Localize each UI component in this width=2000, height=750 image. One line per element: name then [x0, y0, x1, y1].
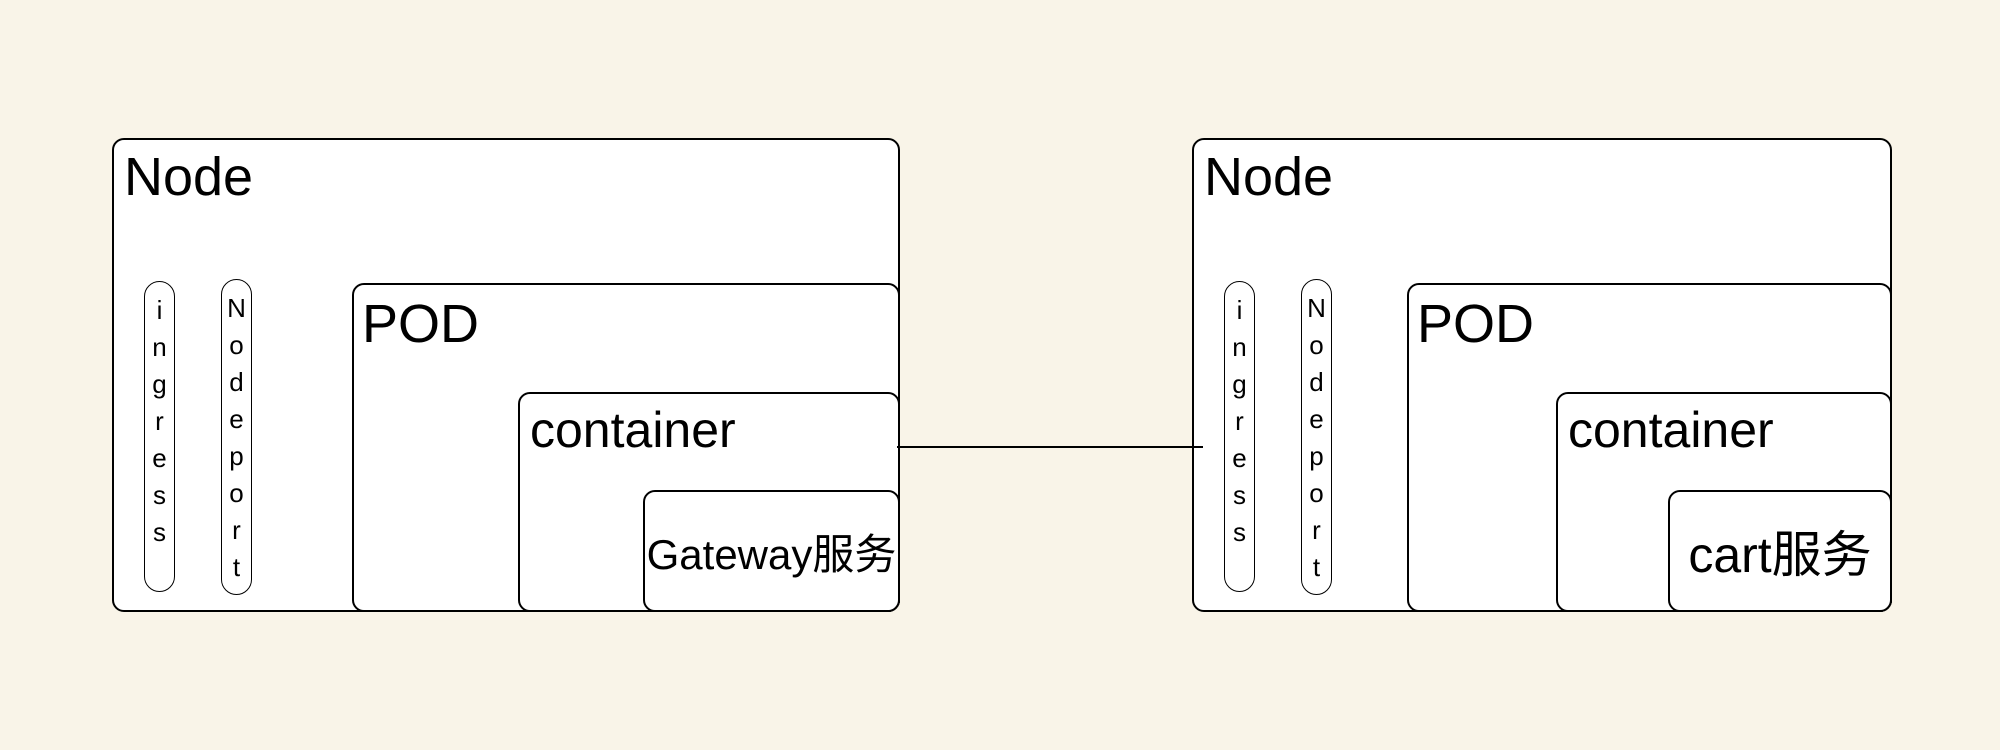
connector-line — [897, 446, 1203, 448]
pod-box: POD container Gateway服务 — [352, 283, 900, 612]
service-label: Gateway服务 — [646, 530, 897, 578]
pod-title: POD — [362, 294, 480, 354]
pod-title: POD — [1417, 294, 1535, 354]
container-title: container — [530, 402, 736, 458]
container-box: container cart服务 — [1556, 392, 1892, 612]
node-title: Node — [124, 147, 254, 207]
node-title: Node — [1204, 147, 1334, 207]
service-box-gateway: Gateway服务 — [643, 490, 900, 612]
container-box: container Gateway服务 — [518, 392, 900, 612]
container-title: container — [1568, 402, 1774, 458]
service-label: cart服务 — [1688, 527, 1872, 583]
service-box-cart: cart服务 — [1668, 490, 1892, 612]
pod-box: POD container cart服务 — [1407, 283, 1892, 612]
